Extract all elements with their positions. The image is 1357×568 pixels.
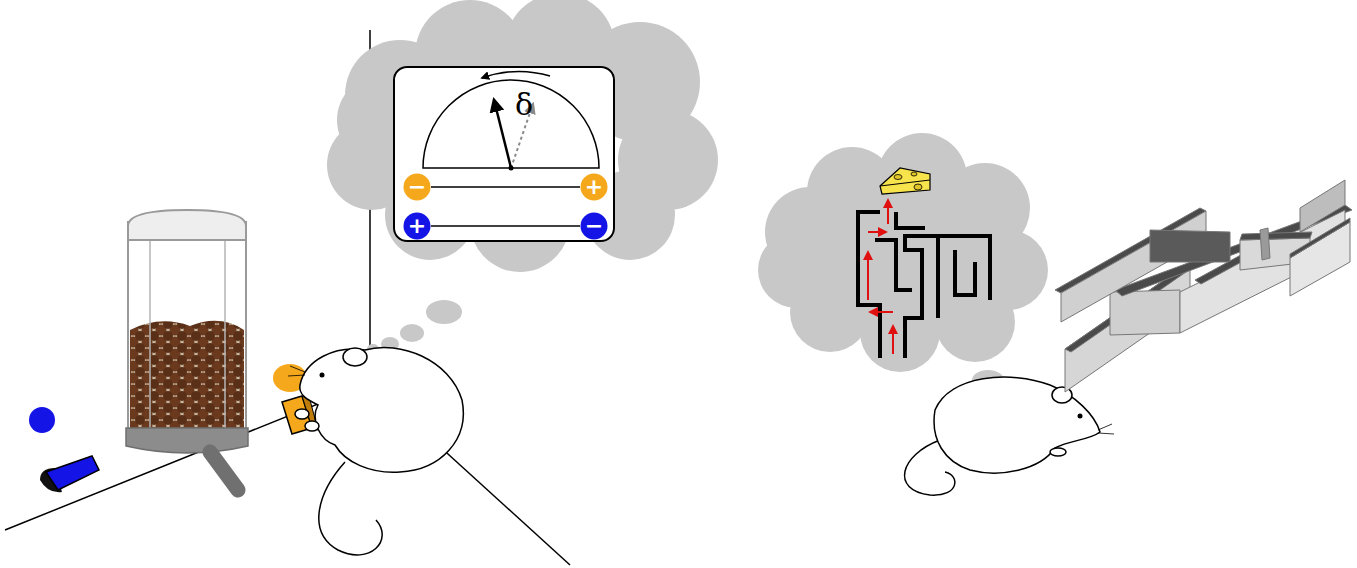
circle-fill (581, 213, 608, 240)
maze-wall (858, 212, 880, 358)
shift-arrow (482, 71, 550, 78)
rat-tail (319, 462, 382, 555)
rat-whiskers (288, 366, 305, 376)
route-arrow (867, 252, 869, 300)
cheese-hole (894, 175, 902, 180)
dispenser-tube (128, 222, 246, 430)
thought-cloud (327, 0, 718, 354)
rat (288, 347, 463, 555)
dispenser-lid (128, 210, 246, 240)
route-arrow (892, 326, 894, 354)
circle-fill (404, 213, 431, 240)
blue-cue-light (29, 407, 55, 433)
angle-symbol: δ (515, 90, 533, 120)
cheese (880, 168, 930, 194)
sign-symbol: − (403, 173, 431, 201)
maze-plan (858, 212, 990, 358)
rat (905, 377, 1114, 495)
maze-wall-face (1290, 222, 1350, 296)
rat-body (300, 347, 464, 472)
maze-wall-top (1290, 218, 1350, 258)
rat-paw (295, 409, 309, 419)
rat-body (934, 377, 1100, 473)
maze-wall-face (1260, 228, 1270, 260)
route-arrow (868, 231, 886, 233)
connector-line (431, 186, 580, 188)
panel-background (393, 66, 615, 242)
route-arrow (887, 200, 889, 224)
maze-3d (1055, 180, 1352, 392)
connector-line (431, 225, 580, 227)
food-dispenser (126, 210, 248, 490)
circle-fill (581, 174, 608, 201)
sign-symbol: + (580, 173, 608, 201)
needle-pivot (509, 166, 514, 171)
sign-circle: − (403, 173, 431, 201)
thought-cloud (758, 133, 1048, 402)
gauge (423, 71, 599, 170)
sign-circle: + (403, 212, 431, 240)
lever-bar (46, 456, 99, 490)
feeder-spout (210, 452, 238, 490)
gauge-panel: δ − + + − (393, 66, 615, 242)
maze-wall (955, 250, 975, 295)
sign-circle: + (580, 173, 608, 201)
route-arrow (870, 311, 893, 313)
rat-eye (320, 373, 325, 378)
maze-wall-top (1150, 230, 1230, 262)
maze-wall (936, 236, 940, 318)
cheese-hole (914, 184, 922, 190)
needle (494, 100, 511, 168)
rat-paw (1050, 448, 1066, 456)
rat-ear (343, 348, 367, 366)
tube-post (224, 228, 226, 428)
rat-paw (305, 421, 319, 431)
blue-lever (29, 407, 99, 492)
circle-fill (404, 174, 431, 201)
food-pellets (130, 321, 244, 428)
maze-wall (905, 236, 990, 358)
rat-whiskers (1098, 424, 1114, 434)
sign-symbol: + (403, 212, 431, 240)
maze-wall-face (1110, 290, 1180, 335)
sign-circle: − (580, 212, 608, 240)
maze-wall-face (1300, 180, 1345, 232)
route-arrows (868, 200, 893, 354)
rat-eye (1078, 414, 1083, 419)
cloud-puff (820, 178, 980, 338)
thought-bubble (426, 300, 462, 324)
cheese-wedge (880, 168, 930, 194)
maze-wall (896, 212, 925, 228)
maze-wall (875, 240, 912, 290)
maze-wall-face (1061, 211, 1206, 322)
tube-post (149, 228, 151, 428)
thought-bubble (400, 324, 424, 342)
sign-symbol: − (580, 212, 608, 240)
dispenser-base (126, 428, 248, 453)
spout-shade (210, 452, 238, 490)
maze-wall-top (1240, 232, 1312, 240)
cheese-edge (880, 180, 930, 186)
gauge-dial (423, 80, 599, 168)
cheese-hole (911, 172, 917, 176)
